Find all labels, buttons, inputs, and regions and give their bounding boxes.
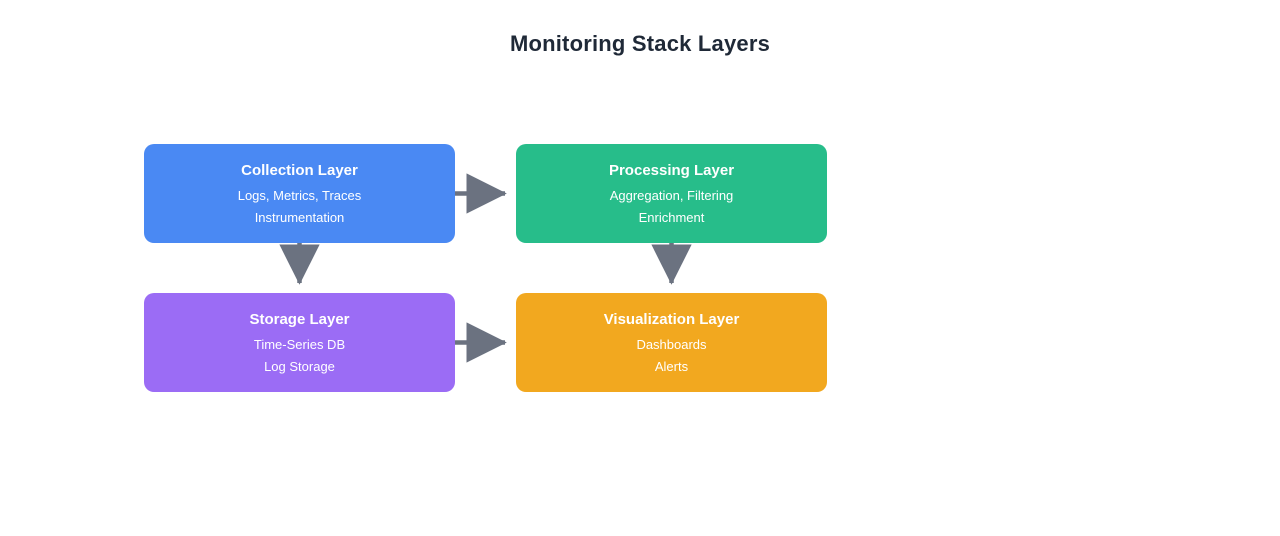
node-detail-line: Aggregation, Filtering [609,188,734,203]
node-detail-line: Alerts [654,359,689,374]
node-detail-line: Time-Series DB [253,337,346,352]
node-title: Processing Layer [608,162,735,179]
node-detail-line: Enrichment [638,210,705,225]
node-title: Collection Layer [241,162,358,179]
node-storage-layer[interactable]: Storage Layer Time-Series DB Log Storage [144,293,455,392]
node-title: Visualization Layer [603,311,740,328]
node-detail-line: Logs, Metrics, Traces [237,188,362,203]
node-detail-line: Dashboards [636,337,707,352]
node-collection-layer[interactable]: Collection Layer Logs, Metrics, Traces I… [144,144,455,243]
node-detail-line: Instrumentation [254,210,345,225]
node-processing-layer[interactable]: Processing Layer Aggregation, Filtering … [516,144,827,243]
node-title: Storage Layer [249,311,350,328]
node-detail-line: Log Storage [264,359,335,374]
node-visualization-layer[interactable]: Visualization Layer Dashboards Alerts [516,293,827,392]
page-title: Monitoring Stack Layers [509,31,771,56]
